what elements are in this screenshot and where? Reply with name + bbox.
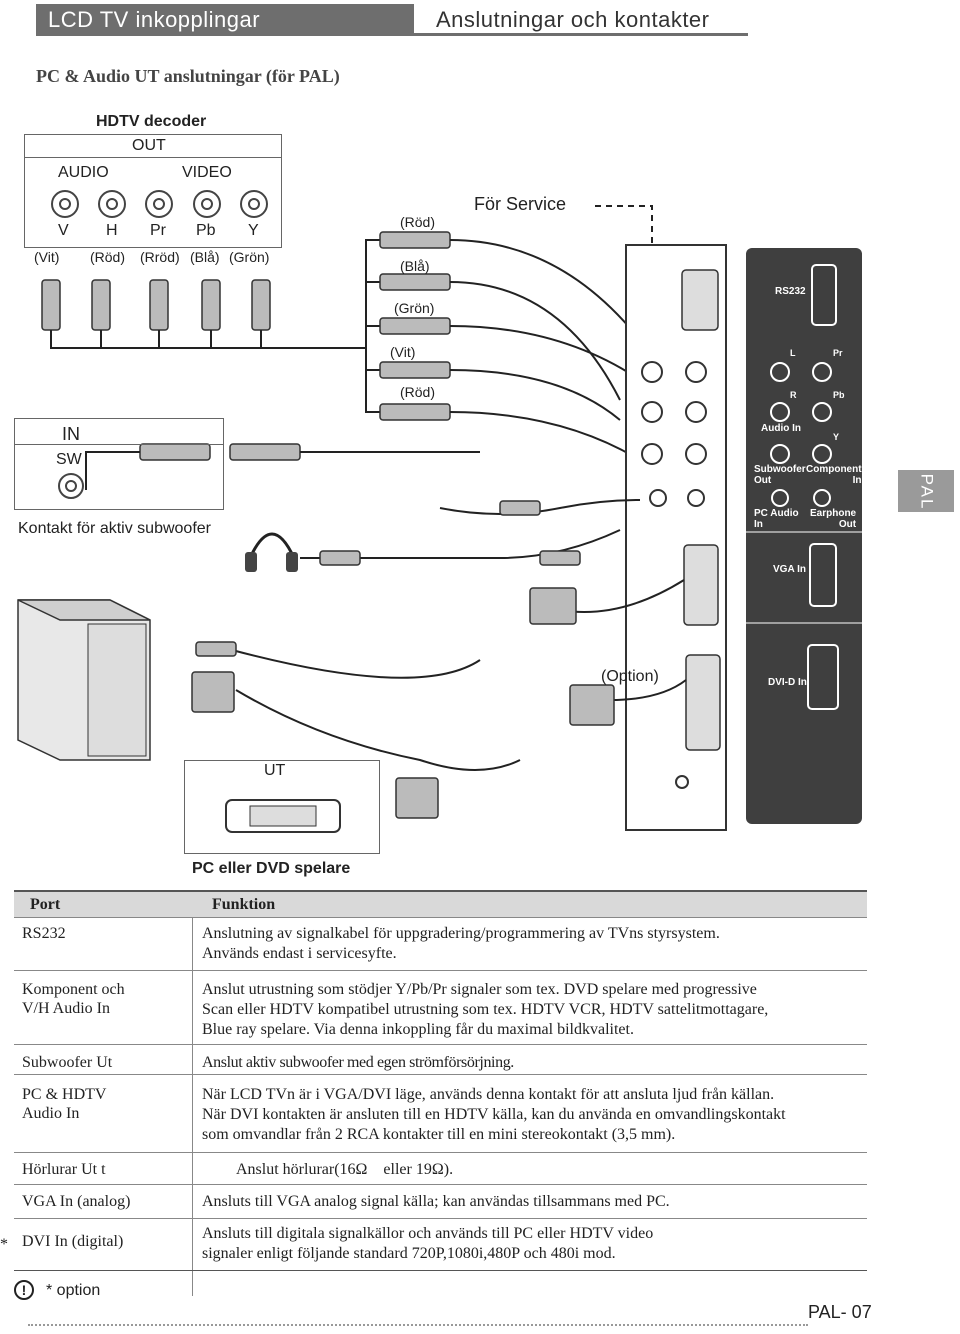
- connection-diagram: HDTV decoder OUT AUDIO VIDEO: [0, 100, 960, 890]
- port-cell: Komponent och V/H Audio In: [22, 981, 125, 1017]
- cable-color-gron: (Grön): [394, 300, 435, 316]
- ut-box: [184, 760, 380, 854]
- decoder-out-label: OUT: [132, 137, 166, 154]
- port-cell: VGA In (analog): [22, 1193, 131, 1210]
- port-cell: Hörlurar Ut t: [22, 1161, 106, 1178]
- function-cell: Anslutning av signalkabel för uppgraderi…: [202, 925, 720, 962]
- row-divider: [14, 1184, 867, 1185]
- panel-audio-in: Audio In: [761, 423, 801, 434]
- jack-label-h: H: [106, 222, 118, 239]
- function-cell: Anslut hörlurar(16Ω eller 19Ω).: [236, 1161, 454, 1178]
- row-divider: [14, 1074, 867, 1075]
- function-cell: Anslut aktiv subwoofer med egen strömför…: [202, 1054, 514, 1071]
- jack-label-pr: Pr: [150, 222, 166, 239]
- row-divider: [14, 1044, 867, 1045]
- function-cell: Anslut utrustning som stödjer Y/Pb/Pr si…: [202, 981, 769, 1038]
- port-cell: RS232: [22, 925, 66, 942]
- jack-color-vit: (Vit): [34, 249, 60, 265]
- jack-label-y: Y: [248, 222, 259, 239]
- port-cell: Subwoofer Ut: [22, 1054, 113, 1071]
- cable-color-vit: (Vit): [390, 344, 416, 360]
- jack-label-pb: Pb: [196, 222, 216, 239]
- header-title-left: LCD TV inkopplingar: [36, 4, 414, 36]
- panel-rs232: RS232: [775, 286, 806, 297]
- subwoofer-box: [14, 418, 224, 510]
- pal-tab: PAL: [898, 470, 954, 512]
- row-divider: [14, 970, 867, 971]
- decoder-box: [24, 134, 282, 248]
- panel-vga-in: VGA In: [773, 564, 806, 575]
- panel-pc-audio-in: PC Audio In: [754, 508, 799, 530]
- panel-pr: Pr: [833, 348, 843, 358]
- row-divider: [14, 1152, 867, 1153]
- table-bottom: [14, 1270, 867, 1271]
- video-label: VIDEO: [182, 164, 232, 181]
- column-divider: [192, 918, 193, 1296]
- jack-color-rod: (Röd): [90, 249, 126, 265]
- decoder-divider: [24, 157, 282, 158]
- in-label: IN: [62, 424, 80, 444]
- header-port: Port: [30, 896, 61, 913]
- sw-label: SW: [56, 451, 82, 468]
- function-cell: När LCD TVn är i VGA/DVI läge, används d…: [202, 1086, 786, 1143]
- jack-color-bla: (Blå): [190, 249, 220, 265]
- service-label: För Service: [474, 194, 567, 214]
- option-note: * option: [46, 1282, 101, 1299]
- jack-color-gron: (Grön): [229, 249, 270, 265]
- panel-r: R: [790, 390, 797, 400]
- cable-color-rod-2: (Röd): [400, 384, 436, 400]
- panel-dvid-in: DVI-D In: [768, 677, 807, 688]
- panel-pb: Pb: [833, 390, 845, 400]
- function-cell: Ansluts till VGA analog signal källa; ka…: [202, 1193, 670, 1210]
- port-cell: DVI In (digital): [22, 1233, 124, 1250]
- subwoofer-divider: [14, 444, 224, 445]
- footer-rule: [28, 1324, 808, 1326]
- subwoofer-caption: Kontakt för aktiv subwoofer: [18, 520, 211, 537]
- row-divider: [14, 1218, 867, 1219]
- dvi-asterisk: *: [0, 1236, 8, 1253]
- panel-earphone-out: Earphone Out: [810, 508, 857, 530]
- function-cell: Ansluts till digitala signalkällor och a…: [202, 1225, 654, 1262]
- panel-y: Y: [833, 432, 840, 442]
- jack-label-v: V: [58, 222, 69, 239]
- cable-color-bla: (Blå): [400, 258, 430, 274]
- pal-tab-label: PAL: [917, 473, 937, 511]
- page-number: PAL- 07: [808, 1302, 872, 1322]
- decoder-jacks: [17, 190, 862, 833]
- option-label: (Option): [601, 668, 659, 685]
- audio-label: AUDIO: [58, 164, 109, 181]
- header-title-right: Anslutningar och kontakter: [414, 4, 748, 36]
- panel-subwoofer-out: Subwoofer Out: [754, 464, 806, 486]
- table-header: Port Funktion: [14, 890, 867, 918]
- jack-color-rrod: (Rröd): [140, 249, 180, 265]
- header-function: Funktion: [212, 896, 276, 913]
- warning-icon: !: [14, 1280, 34, 1300]
- decoder-title: HDTV decoder: [96, 113, 207, 130]
- cable-color-rod: (Röd): [400, 214, 436, 230]
- ut-label: UT: [264, 762, 286, 779]
- section-subtitle: PC & Audio UT anslutningar (för PAL): [36, 66, 340, 86]
- panel-l: L: [790, 348, 796, 358]
- port-cell: PC & HDTV Audio In: [22, 1086, 107, 1122]
- panel-component-in: Component In: [806, 464, 862, 486]
- pc-dvd-label: PC eller DVD spelare: [192, 860, 351, 877]
